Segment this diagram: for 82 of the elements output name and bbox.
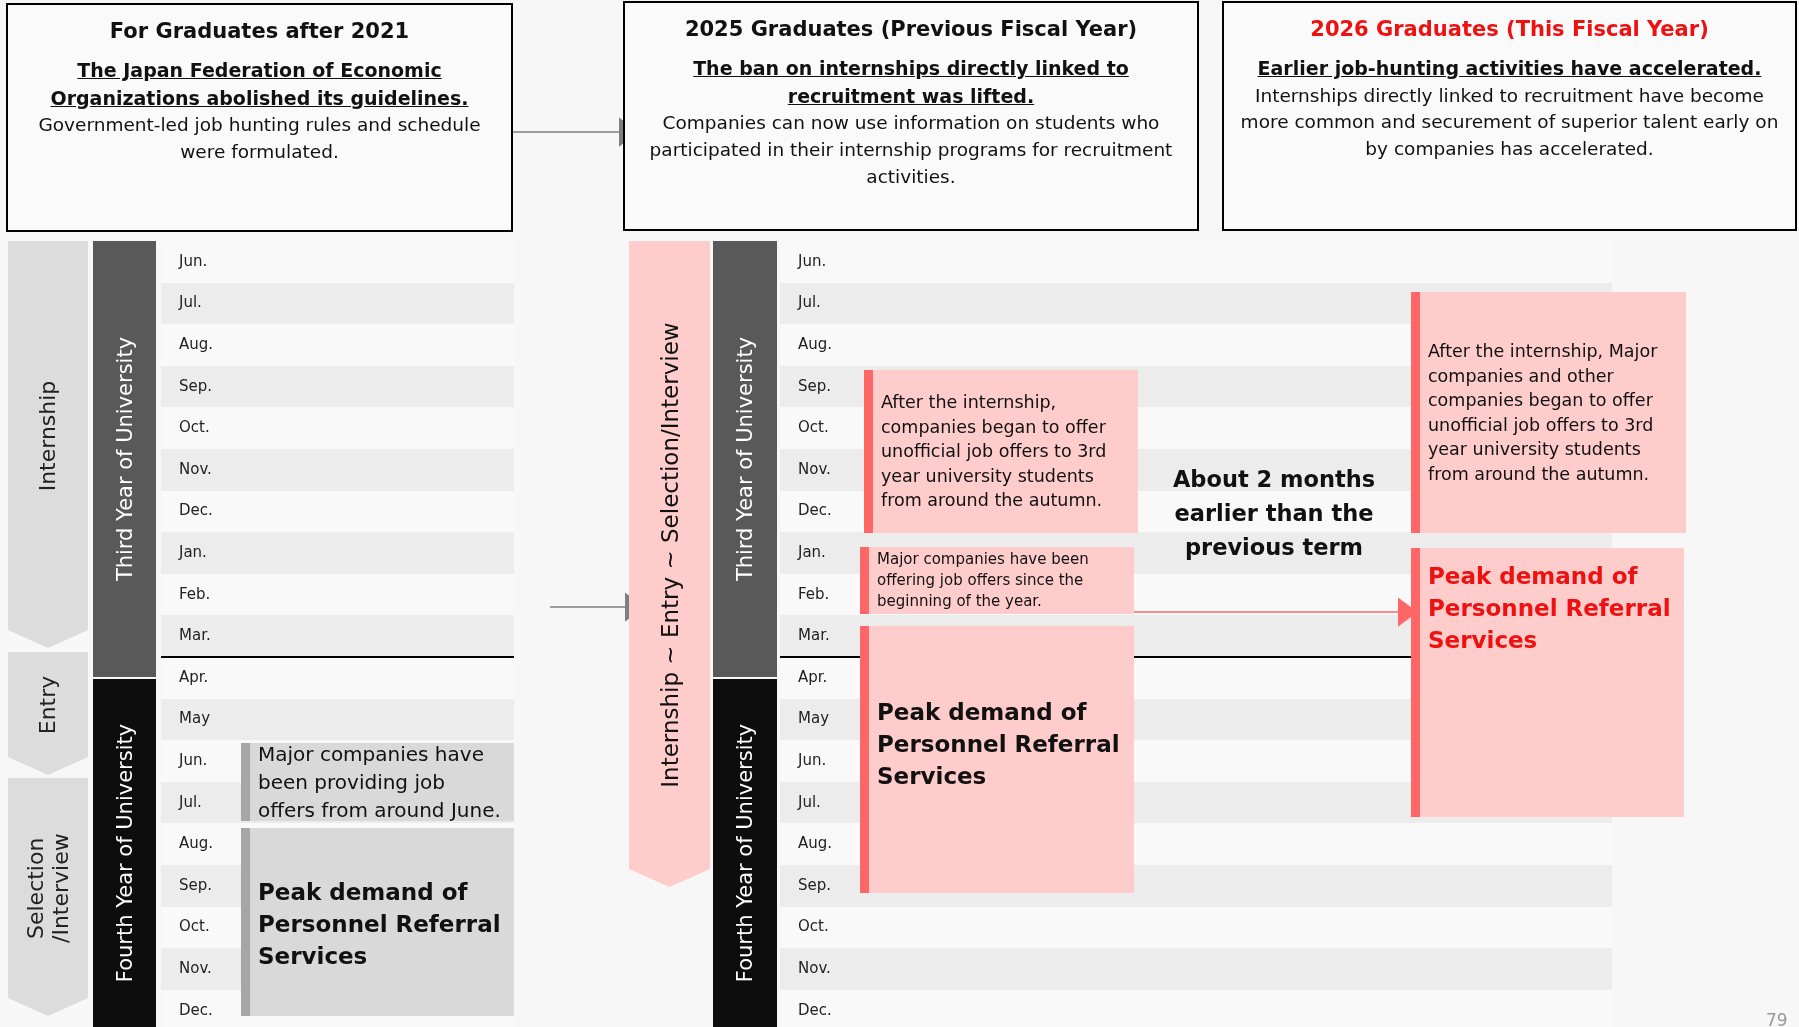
month-label: Dec. xyxy=(798,1000,832,1019)
month-label: Aug. xyxy=(798,335,833,353)
header-box xyxy=(6,3,513,232)
header-box xyxy=(623,1,1199,231)
month-label: Nov. xyxy=(798,459,831,478)
phase-label: Entry xyxy=(35,675,61,734)
month-label: Sep. xyxy=(179,875,213,894)
month-label: May xyxy=(179,709,210,728)
year-label: Fourth Year of University xyxy=(112,723,137,983)
year-bar xyxy=(93,241,156,677)
phase-band xyxy=(8,778,88,1016)
note-text: After the internship, Major companies and other companies began to offer unofficial job offers to 3rd year university students from around the autumn. xyxy=(1428,340,1659,486)
month-label: Dec. xyxy=(179,1000,213,1019)
month-label: Jan. xyxy=(179,543,207,561)
callout-text: About 2 months earlier than the previous term xyxy=(1170,463,1378,571)
heading: 2026 Graduates (This Fiscal Year) xyxy=(1309,17,1710,41)
month-label: Jun. xyxy=(798,251,827,270)
month-label: May xyxy=(798,709,829,728)
month-label: Oct. xyxy=(798,917,829,936)
year-bar xyxy=(713,241,777,677)
month-label: Aug. xyxy=(179,335,214,353)
phase-band xyxy=(629,241,710,887)
heading: For Graduates after 2021 xyxy=(108,19,411,43)
month-label: Jul. xyxy=(179,792,202,811)
year-label: Third Year of University xyxy=(112,336,137,582)
month-label: Feb. xyxy=(798,584,830,603)
month-label: Oct. xyxy=(179,418,210,437)
month-label: Aug. xyxy=(179,834,214,853)
month-label: Apr. xyxy=(179,667,209,686)
description: Internships directly linked to recruitment have become more common and securement of superior talent early on by companies has accelerated. xyxy=(1239,83,1780,162)
heading: 2025 Graduates (Previous Fiscal Year) xyxy=(683,17,1139,41)
header-box xyxy=(1222,1,1797,231)
month-label: Sep. xyxy=(179,376,213,395)
phase-band xyxy=(8,241,88,648)
month-label: Oct. xyxy=(179,917,210,936)
phase-band xyxy=(8,652,88,775)
year-label: Third Year of University xyxy=(733,336,757,582)
month-label: Jun. xyxy=(179,251,208,270)
month-label: Jun. xyxy=(179,751,208,769)
year-label: Fourth Year of University xyxy=(733,723,757,983)
month-label: Jul. xyxy=(798,792,821,811)
highlight-box xyxy=(1411,548,1684,817)
note-box xyxy=(1411,292,1686,533)
note-box xyxy=(241,743,514,821)
highlight-box xyxy=(241,828,514,1016)
month-label: Dec. xyxy=(798,501,832,520)
month-label: Jul. xyxy=(798,293,821,312)
month-label: Apr. xyxy=(798,667,828,686)
phase-label: Internship ~ Entry ~ Selection/Interview xyxy=(656,322,683,788)
month-label: Sep. xyxy=(798,376,832,395)
month-label: Dec. xyxy=(179,501,213,520)
highlight-text: Peak demand of Personnel Referral Services xyxy=(258,878,502,972)
description: Government-led job hunting rules and schedule were formulated. xyxy=(37,113,482,164)
month-label: Mar. xyxy=(179,626,211,645)
month-label: Mar. xyxy=(798,626,830,645)
month-label: Oct. xyxy=(798,418,829,437)
underlined-statement: The ban on internships directly linked to recruitment was lifted. xyxy=(692,56,1130,109)
phase-label: Internship xyxy=(35,380,61,491)
month-label: Nov. xyxy=(179,459,212,478)
underlined-statement: Earlier job-hunting activities have accelerated. xyxy=(1256,56,1763,81)
month-label: Sep. xyxy=(798,875,832,894)
highlight-text: Peak demand of Personnel Referral Services xyxy=(877,698,1121,792)
note-box xyxy=(860,547,1134,614)
year-bar xyxy=(713,679,777,1027)
note-box xyxy=(864,370,1138,533)
month-label: Jun. xyxy=(798,751,827,769)
year-bar xyxy=(93,679,156,1027)
month-label: Jul. xyxy=(179,293,202,312)
highlight-text: Peak demand of Personnel Referral Services xyxy=(1428,562,1672,656)
description: Companies can now use information on students who participated in their internship programs for recruitment activities. xyxy=(648,111,1174,189)
note-text: Major companies have been providing job offers from around June. xyxy=(258,741,502,824)
month-label: Jan. xyxy=(798,543,826,561)
month-label: Nov. xyxy=(179,959,212,977)
note-text: Major companies have been offering job offers since the beginning of the year. xyxy=(877,549,1090,612)
underlined-statement: The Japan Federation of Economic Organizations abolished its guidelines. xyxy=(49,58,470,111)
note-text: After the internship, companies began to offer unofficial job offers to 3rd year university students from around the autumn. xyxy=(881,391,1108,513)
page-number: 79 xyxy=(1766,1010,1788,1027)
month-label: Nov. xyxy=(798,959,831,977)
month-label: Feb. xyxy=(179,584,211,603)
month-label: Aug. xyxy=(798,834,833,853)
phase-label: Selection /Interview xyxy=(22,832,74,945)
highlight-box xyxy=(860,626,1134,893)
